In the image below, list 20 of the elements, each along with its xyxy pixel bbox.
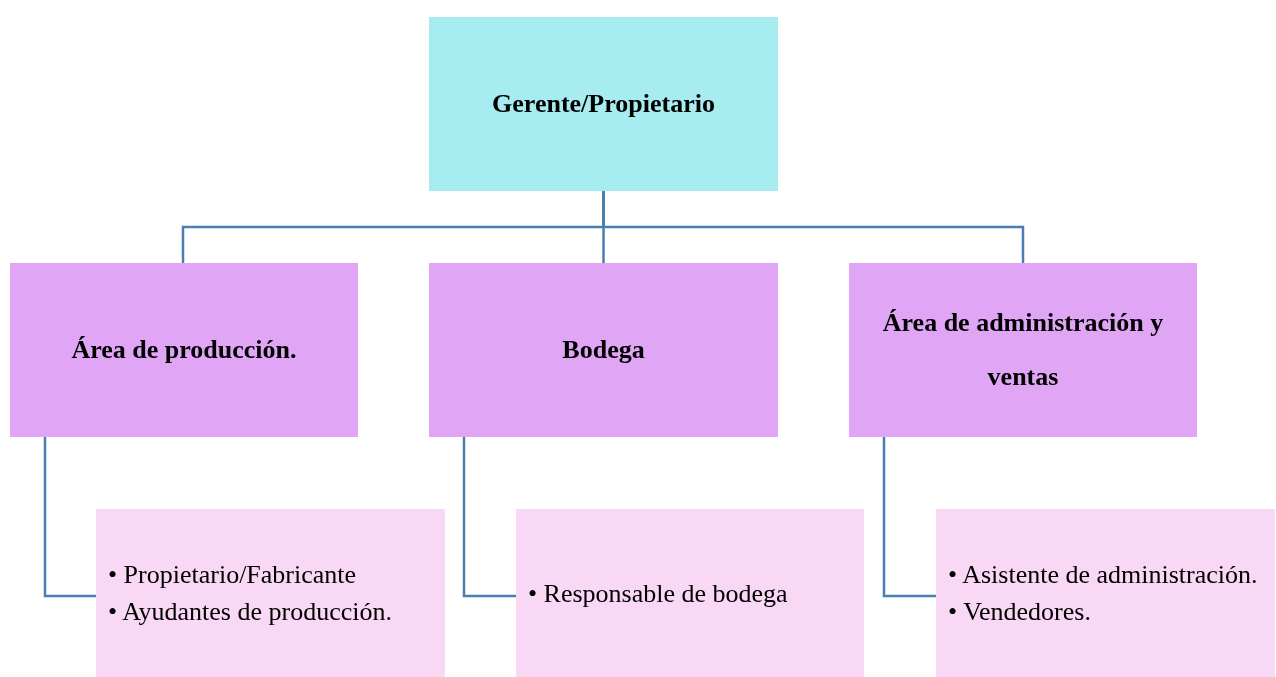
box-title: Área de administración y ventas: [881, 307, 1165, 393]
connector-line: [882, 437, 936, 598]
box-title: Bodega: [562, 334, 645, 366]
org-box: [10, 263, 358, 437]
connector-line: [602, 191, 1025, 263]
org-box: [429, 17, 778, 191]
org-box: [849, 263, 1197, 437]
role-box: [936, 509, 1275, 677]
box-title: Área de producción.: [71, 334, 297, 366]
org-box: [429, 263, 778, 437]
role-item: • Responsable de bodega: [528, 578, 788, 608]
connector-line: [462, 437, 516, 598]
role-item: • Vendedores.: [948, 597, 1091, 626]
role-box: [96, 509, 445, 677]
role-item: • Asistente de administración.: [948, 560, 1258, 589]
box-title: Gerente/Propietario: [492, 88, 715, 120]
role-item: • Ayudantes de producción.: [108, 597, 392, 626]
role-item: • Propietario/Fabricante: [108, 560, 357, 589]
role-box: [516, 509, 864, 677]
connector-line: [43, 437, 96, 598]
